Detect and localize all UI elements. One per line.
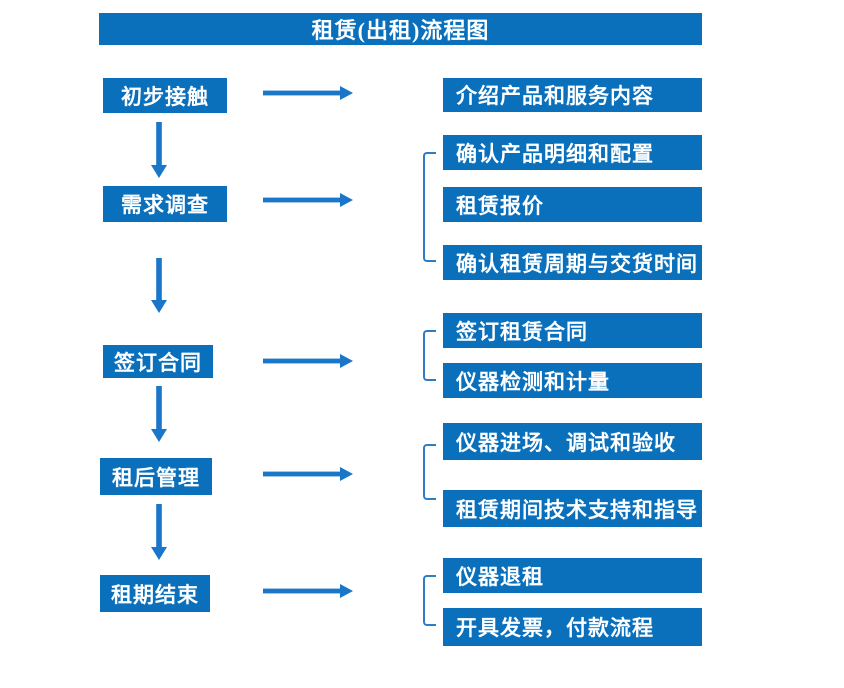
group-bracket [423,444,436,500]
right-arrow [263,354,353,368]
step-box-post-rental-management: 租后管理 [100,458,212,495]
step-box-sign-contract: 签订合同 [103,345,213,378]
down-arrow [151,386,167,442]
detail-box: 仪器进场、调试和验收 [443,423,702,460]
detail-box: 仪器退租 [443,558,702,593]
right-arrow [263,193,353,207]
right-arrow [263,467,353,481]
detail-box: 仪器检测和计量 [443,363,702,398]
flowchart-title: 租赁(出租)流程图 [99,13,702,45]
detail-box: 租赁期间技术支持和指导 [443,490,702,527]
group-bracket [423,575,436,626]
detail-box: 确认产品明细和配置 [443,135,702,170]
step-box-rental-end: 租期结束 [100,575,210,612]
detail-box: 开具发票，付款流程 [443,608,702,646]
right-arrow [263,584,353,598]
step-box-demand-survey: 需求调查 [103,186,227,222]
right-arrow [263,86,353,100]
step-box-initial-contact: 初步接触 [103,78,227,113]
detail-box: 确认租赁周期与交货时间 [443,245,702,280]
down-arrow [151,258,167,313]
group-bracket [423,152,436,262]
detail-box: 签订租赁合同 [443,313,702,348]
down-arrow [151,504,167,560]
detail-box: 介绍产品和服务内容 [443,78,702,112]
detail-box: 租赁报价 [443,187,702,222]
group-bracket [423,330,436,381]
down-arrow [151,122,167,178]
